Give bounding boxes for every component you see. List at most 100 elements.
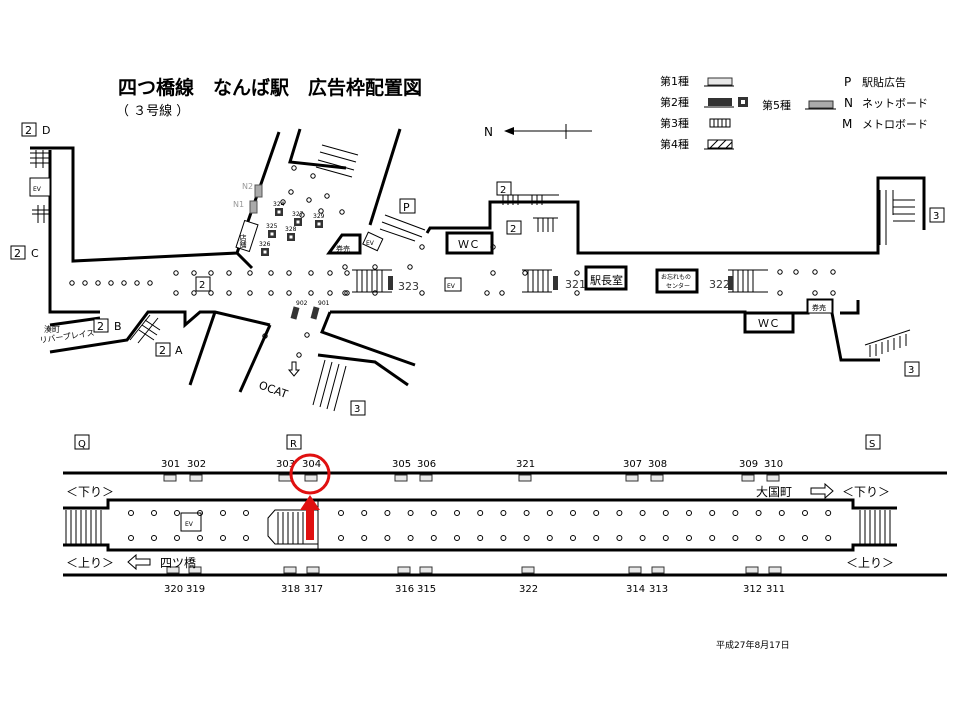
- p-ad-marker: P: [403, 201, 410, 214]
- ad-316[interactable]: [397, 566, 411, 574]
- column: [490, 270, 496, 276]
- ad-label-303: 303: [276, 459, 295, 470]
- ad-302[interactable]: [189, 474, 203, 482]
- column: [247, 270, 253, 276]
- column: [208, 270, 214, 276]
- ad-label-314: 314: [626, 584, 645, 595]
- ad-303[interactable]: [278, 474, 292, 482]
- ad-label-315: 315: [417, 584, 436, 595]
- ad-label-308: 308: [648, 459, 667, 470]
- column: [407, 264, 413, 270]
- stairs: [30, 144, 915, 412]
- ad-306[interactable]: [419, 474, 433, 482]
- shop-label: 店舗: [239, 233, 247, 249]
- column: [344, 290, 350, 296]
- ad-304[interactable]: [304, 474, 318, 482]
- column: [372, 264, 378, 270]
- ad-314[interactable]: [628, 566, 642, 574]
- column: [342, 290, 348, 296]
- ad-321[interactable]: [518, 474, 532, 482]
- ad-322-label: 322: [709, 278, 730, 291]
- ad-305[interactable]: [394, 474, 408, 482]
- ad-309[interactable]: [741, 474, 755, 482]
- ad-label-321: 321: [516, 459, 535, 470]
- column: [151, 535, 157, 541]
- column: [361, 510, 368, 516]
- lost-found-label-2: センター: [666, 282, 690, 290]
- legend-code-n: N: [844, 96, 853, 110]
- ad-320[interactable]: [166, 566, 180, 574]
- column: [500, 510, 507, 516]
- exit-box-2c: 2: [510, 224, 516, 235]
- ad-315[interactable]: [419, 566, 433, 574]
- column: [121, 280, 127, 286]
- ad-312[interactable]: [745, 566, 759, 574]
- ad-310[interactable]: [766, 474, 780, 482]
- net-board-n2[interactable]: [254, 184, 263, 198]
- ad-label-329: 329: [313, 213, 325, 220]
- ad-318[interactable]: [283, 566, 297, 574]
- column: [173, 290, 179, 296]
- ad-322[interactable]: [521, 566, 535, 574]
- column: [500, 535, 507, 541]
- legend-type5: 第5種: [762, 98, 791, 112]
- column: [802, 535, 808, 541]
- ad-323[interactable]: [388, 276, 393, 290]
- column: [802, 510, 808, 516]
- column: [477, 510, 484, 516]
- ad-321[interactable]: [553, 276, 558, 290]
- wc-label: ＷＣ: [458, 238, 480, 251]
- ad-902[interactable]: [290, 306, 300, 320]
- ad-322[interactable]: [728, 276, 733, 290]
- column: [755, 535, 762, 541]
- type2-swatch: [708, 98, 732, 106]
- ad-label-318: 318: [281, 584, 300, 595]
- highlight-circle: [289, 453, 331, 495]
- column: [296, 352, 302, 358]
- column: [477, 535, 484, 541]
- ad-311[interactable]: [768, 566, 782, 574]
- column: [430, 535, 437, 541]
- legend-label-n: ネットボード: [862, 97, 928, 110]
- up-destination: 四ツ橋: [160, 556, 196, 570]
- ad-307[interactable]: [625, 474, 639, 482]
- ad-label-307: 307: [623, 459, 642, 470]
- up-label-left: ＜上り＞: [66, 556, 114, 570]
- column: [570, 535, 576, 541]
- column: [243, 535, 249, 541]
- ad-308[interactable]: [650, 474, 664, 482]
- column: [306, 197, 312, 203]
- column: [778, 510, 785, 516]
- ad-901[interactable]: [310, 306, 320, 320]
- column: [191, 270, 197, 276]
- column: [342, 264, 348, 270]
- ev-label-1: EV: [33, 186, 42, 193]
- column: [686, 535, 692, 541]
- lost-found-label: お忘れもの: [661, 273, 691, 281]
- column: [454, 510, 460, 516]
- column: [686, 510, 692, 516]
- column: [709, 535, 716, 541]
- column: [372, 290, 378, 296]
- arrow-left-icon: [127, 553, 151, 571]
- net-board-n1[interactable]: [249, 200, 258, 214]
- column: [732, 510, 739, 516]
- type5-swatch: [808, 100, 834, 109]
- ad-301[interactable]: [163, 474, 177, 482]
- ad-317[interactable]: [306, 566, 320, 574]
- wc-label-2: ＷＣ: [758, 317, 780, 330]
- column: [280, 199, 286, 205]
- exit-box-3a: 3: [933, 211, 939, 222]
- ad-label-327: 327: [292, 211, 304, 218]
- ad-313[interactable]: [651, 566, 665, 574]
- ad-label-326: 326: [259, 241, 271, 248]
- column: [419, 290, 425, 296]
- legend-type4: 第4種: [660, 137, 689, 151]
- column: [262, 333, 268, 339]
- type1-swatch: [707, 77, 733, 86]
- ad-319[interactable]: [188, 566, 202, 574]
- column: [191, 290, 197, 296]
- legend-code-p: P: [844, 75, 851, 89]
- legend-type3: 第3種: [660, 116, 689, 130]
